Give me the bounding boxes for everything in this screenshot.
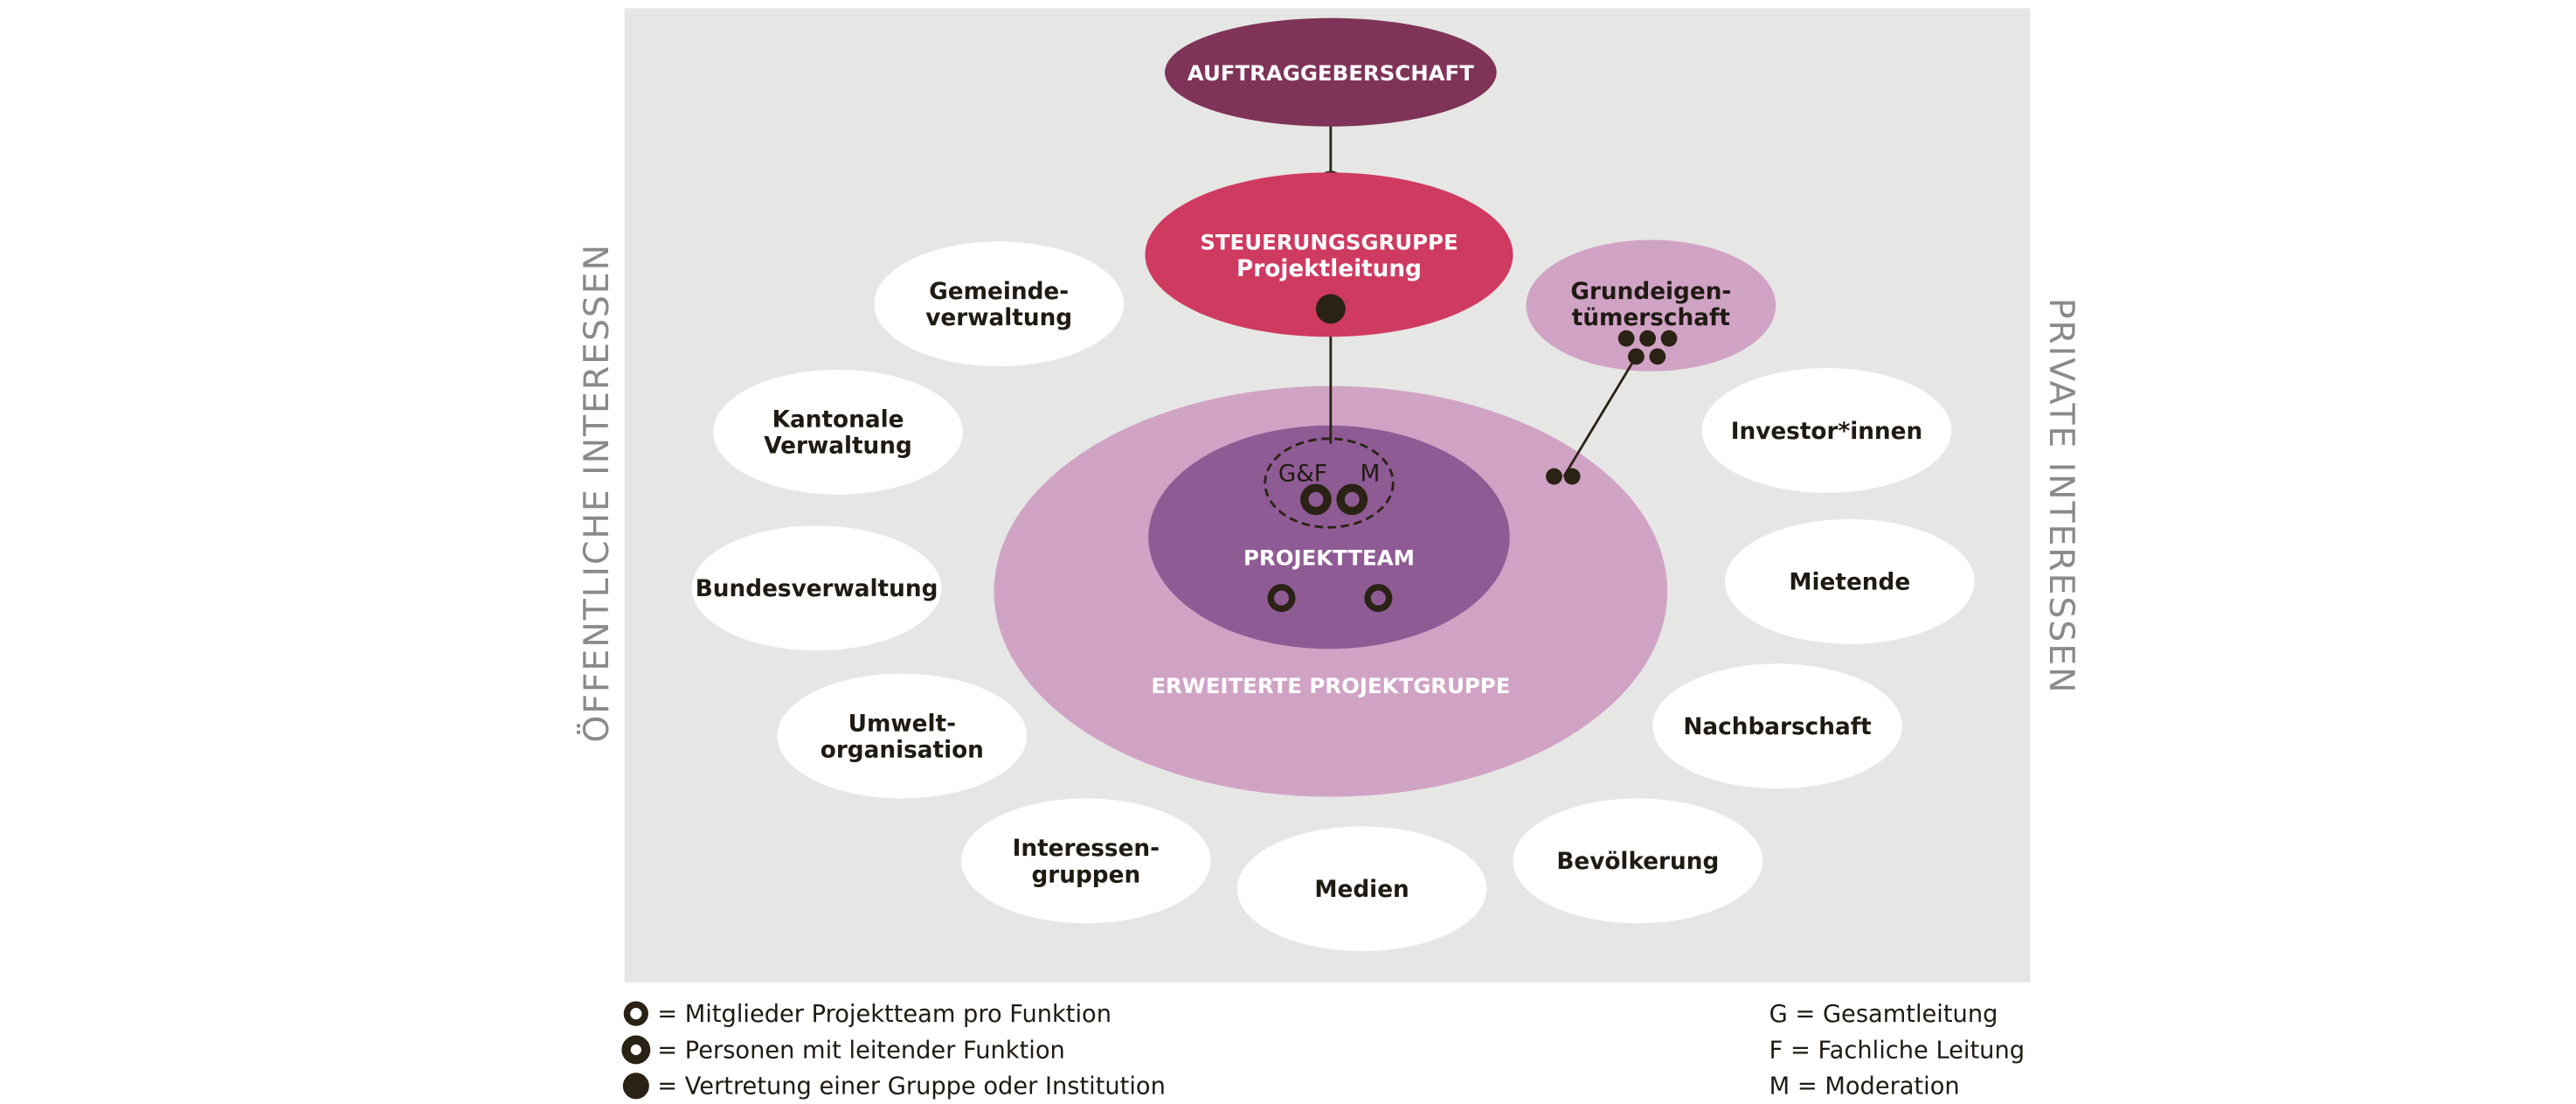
stakeholder-label: Verwaltung <box>764 434 912 460</box>
stakeholder-ellipse <box>713 369 963 495</box>
filled-dot-icon <box>1660 330 1678 347</box>
client-label: AUFTRAGGEBERSCHAFT <box>1188 60 1474 86</box>
stakeholder-label: gruppen <box>1031 862 1140 888</box>
stakeholder-label: Bevölkerung <box>1556 849 1719 875</box>
stakeholder-label: Investor*innen <box>1731 419 1923 445</box>
stakeholder-label: Umwelt- <box>848 711 956 737</box>
filled-dot-icon <box>622 1073 649 1100</box>
stakeholder-label: Gemeinde- <box>929 279 1069 305</box>
legend-leaders: = Personen mit leitender Funktion <box>657 1037 1064 1064</box>
member-ring-icon <box>1364 584 1393 613</box>
stakeholder-label: Nachbarschaft <box>1683 714 1871 740</box>
landowners-label-line2: tümerschaft <box>1572 305 1730 331</box>
stakeholder-ellipse <box>691 525 942 651</box>
gf-label: G&F <box>1278 462 1327 488</box>
stakeholder-ellipse <box>1652 663 1902 789</box>
legend-g: G = Gesamtleitung <box>1769 1001 1998 1028</box>
side-label-private: PRIVATE INTERESSEN <box>2041 298 2081 695</box>
extended-group-label: ERWEITERTE PROJEKTGRUPPE <box>1151 673 1510 698</box>
stakeholder-label: Mietende <box>1789 570 1910 596</box>
client-ellipse <box>1165 17 1497 127</box>
legend: = Mitglieder Projektteam pro Funktion = … <box>621 1001 2025 1101</box>
filled-dot-icon <box>1546 468 1562 485</box>
project-lead-label: Projektleitung <box>1236 256 1422 282</box>
stakeholder-ellipse <box>1724 518 1975 644</box>
project-team <box>1148 425 1510 649</box>
landowners-label-line1: Grundeigen- <box>1570 279 1731 305</box>
stakeholder-label: Interessen- <box>1013 836 1160 862</box>
stakeholder-label: Kantonale <box>772 407 904 434</box>
filled-dot-icon <box>1628 348 1645 365</box>
stakeholder-ellipse <box>1701 368 1952 493</box>
landowners-connector-line <box>1562 356 1638 477</box>
ring-small-hole-icon <box>621 1035 651 1065</box>
stakeholder-label: Bundesverwaltung <box>696 576 938 602</box>
side-label-public: ÖFFENTLICHE INTERESSEN <box>577 243 617 743</box>
m-label: M <box>1361 462 1381 488</box>
filled-dot-icon <box>1649 348 1666 365</box>
legend-members: = Mitglieder Projektteam pro Funktion <box>657 1001 1111 1028</box>
landowners-ellipse <box>1526 240 1776 371</box>
stakeholder-ellipse <box>874 241 1125 367</box>
stakeholder-ellipse <box>1236 826 1487 952</box>
filled-dot-icon <box>1617 330 1635 347</box>
leadership-dashed-outline <box>1264 437 1395 529</box>
leader-ring-icon <box>1300 483 1332 516</box>
legend-m: M = Moderation <box>1769 1073 1960 1101</box>
stakeholder-ellipse <box>1513 798 1763 924</box>
filled-dot-icon <box>1639 330 1656 347</box>
steering-group-label: STEUERUNGSGRUPPE <box>1200 230 1458 255</box>
stakeholder-label: verwaltung <box>925 305 1072 331</box>
stakeholder-label: organisation <box>821 737 984 763</box>
landowner-dots <box>1546 330 1678 485</box>
leader-ring-icon <box>1336 483 1368 516</box>
stakeholder-group: Gemeinde-verwaltungKantonaleVerwaltungBu… <box>691 241 1975 952</box>
stakeholder-label: Medien <box>1314 877 1409 903</box>
member-ring-icon <box>1267 584 1296 613</box>
filled-dot-icon <box>1315 294 1346 324</box>
stakeholder-ellipse <box>960 798 1211 924</box>
ring-icon <box>623 1001 648 1026</box>
legend-representation: = Vertretung einer Gruppe oder Instituti… <box>657 1073 1166 1101</box>
project-team-label: PROJEKTTEAM <box>1243 545 1415 571</box>
stakeholder-ellipse <box>777 673 1028 799</box>
filled-dot-icon <box>1563 468 1581 485</box>
steering-group-ellipse <box>1145 172 1513 337</box>
legend-f: F = Fachliche Leitung <box>1769 1037 2025 1064</box>
